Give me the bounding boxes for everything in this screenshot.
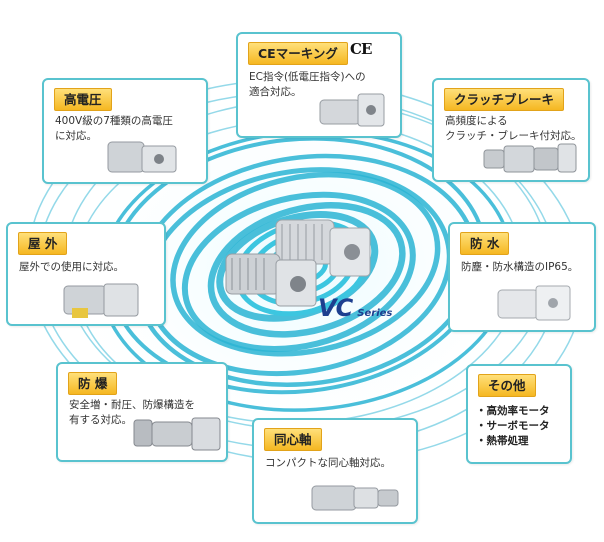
desc-coaxial: コンパクトな同心軸対応。 bbox=[265, 457, 391, 469]
motor-icon bbox=[311, 485, 399, 511]
vc-logo-main: VC bbox=[318, 294, 353, 322]
motor-back bbox=[275, 219, 371, 277]
desc-high-voltage: 400V級の7種類の高電圧 に対応。 bbox=[55, 115, 173, 142]
tag-clutch-brake: クラッチブレーキ bbox=[444, 88, 565, 111]
card-ce-marking: CEマーキング CE EC指令(低電圧指令)への 適合対応。 bbox=[236, 32, 402, 138]
tag-coaxial: 同心軸 bbox=[264, 428, 322, 451]
swirl-ring bbox=[170, 171, 441, 357]
other-feature-list: 高効率モータ サーボモータ 熱帯処理 bbox=[476, 404, 550, 449]
tag-explosion-proof: 防 爆 bbox=[68, 372, 118, 395]
card-other: その他 高効率モータ サーボモータ 熱帯処理 bbox=[466, 364, 572, 464]
desc-waterproof: 防塵・防水構造のIP65。 bbox=[461, 261, 579, 273]
desc-clutch-brake: 高頻度による クラッチ・ブレーキ付対応。 bbox=[445, 115, 582, 142]
swirl-ring bbox=[181, 191, 416, 352]
list-item: 高効率モータ bbox=[476, 404, 550, 419]
card-outdoor: 屋 外 屋外での使用に対応。 bbox=[6, 222, 166, 326]
desc-ce-marking: EC指令(低電圧指令)への 適合対応。 bbox=[249, 71, 366, 98]
card-waterproof: 防 水 防塵・防水構造のIP65。 bbox=[448, 222, 596, 332]
motor-icon bbox=[107, 141, 177, 173]
swirl-ring bbox=[207, 201, 406, 338]
motor-icon bbox=[483, 143, 577, 173]
list-item: 熱帯処理 bbox=[476, 434, 550, 449]
desc-outdoor: 屋外での使用に対応。 bbox=[19, 261, 124, 273]
motor-front bbox=[225, 253, 317, 307]
motor-icon bbox=[319, 93, 385, 127]
ce-mark-icon: CE bbox=[350, 40, 372, 58]
vc-series-logo: VC Series bbox=[318, 294, 392, 322]
card-high-voltage: 高電圧 400V級の7種類の高電圧 に対応。 bbox=[42, 78, 208, 184]
tag-ce-marking: CEマーキング bbox=[248, 42, 348, 65]
center-motor-illustration bbox=[225, 219, 371, 307]
card-explosion-proof: 防 爆 安全増・耐圧、防爆構造を 有する対応。 bbox=[56, 362, 228, 462]
vc-logo-sub: Series bbox=[357, 308, 393, 319]
card-clutch-brake: クラッチブレーキ 高頻度による クラッチ・ブレーキ付対応。 bbox=[432, 78, 590, 182]
tag-waterproof: 防 水 bbox=[460, 232, 510, 255]
motor-icon bbox=[133, 417, 221, 451]
motor-icon bbox=[63, 283, 139, 318]
tag-other: その他 bbox=[478, 374, 536, 397]
tag-outdoor: 屋 外 bbox=[18, 232, 68, 255]
tag-high-voltage: 高電圧 bbox=[54, 88, 112, 111]
card-coaxial: 同心軸 コンパクトな同心軸対応。 bbox=[252, 418, 418, 524]
desc-explosion-proof: 安全増・耐圧、防爆構造を 有する対応。 bbox=[69, 399, 195, 426]
motor-icon bbox=[497, 285, 571, 321]
list-item: サーボモータ bbox=[476, 419, 550, 434]
